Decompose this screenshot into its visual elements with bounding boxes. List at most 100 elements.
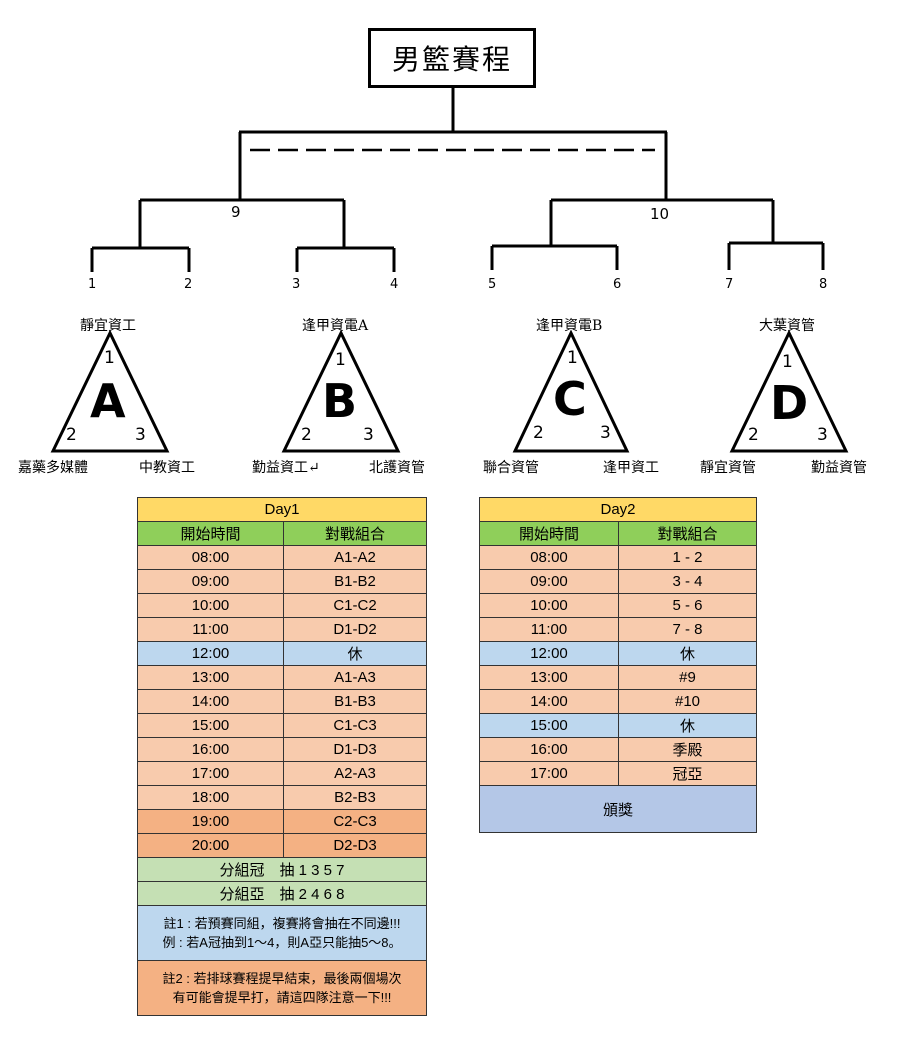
matchup-cell: D2-D3 (283, 833, 427, 858)
start-time-cell: 09:00 (479, 569, 619, 594)
group-b-seed-1: 1 (335, 350, 346, 370)
schedule-row: 14:00#10 (479, 689, 757, 714)
day1-header-time: 開始時間 (137, 521, 284, 546)
matchup-cell: B1-B2 (283, 569, 427, 594)
start-time-cell: 18:00 (137, 785, 284, 810)
group-d-team-3: 勤益資管 (811, 460, 867, 476)
round-label-9: 9 (231, 203, 241, 221)
group-c-seed-1: 1 (567, 348, 578, 368)
matchup-cell: 7 - 8 (618, 617, 757, 642)
start-time-cell: 19:00 (137, 809, 284, 834)
group-b-team-1: 逢甲資電A (302, 318, 369, 334)
group-a-letter: A (90, 374, 126, 428)
matchup-cell: 休 (618, 713, 757, 738)
day1-draw-runnersup: 分組亞 抽 2 4 6 8 (137, 881, 427, 906)
start-time-cell: 08:00 (137, 545, 284, 570)
seed-6: 6 (613, 277, 622, 292)
matchup-cell: A1-A2 (283, 545, 427, 570)
day2-header-time: 開始時間 (479, 521, 619, 546)
matchup-cell: C1-C2 (283, 593, 427, 618)
start-time-cell: 15:00 (479, 713, 619, 738)
page-title: 男籃賽程 (368, 28, 536, 88)
group-d-seed-3: 3 (817, 425, 828, 445)
tournament-bracket (50, 88, 849, 453)
matchup-cell: C1-C3 (283, 713, 427, 738)
start-time-cell: 20:00 (137, 833, 284, 858)
group-d-seed-2: 2 (748, 425, 759, 445)
group-a-seed-3: 3 (135, 425, 146, 445)
group-b-team-2: 勤益資工↵ (252, 460, 320, 476)
start-time-cell: 17:00 (137, 761, 284, 786)
group-d-team-1: 大葉資管 (759, 318, 815, 334)
matchup-cell: 5 - 6 (618, 593, 757, 618)
day2-title: Day2 (479, 497, 757, 522)
matchup-cell: C2-C3 (283, 809, 427, 834)
group-d-seed-1: 1 (782, 352, 793, 372)
round-label-10: 10 (650, 205, 670, 223)
group-b-seed-3: 3 (363, 425, 374, 445)
seed-7: 7 (725, 277, 734, 292)
note-1-line-1: 註1 : 若預賽同組，複賽將會抽在不同邊!!! (163, 916, 401, 931)
start-time-cell: 08:00 (479, 545, 619, 570)
matchup-cell: 休 (618, 641, 757, 666)
matchup-cell: A1-A3 (283, 665, 427, 690)
group-c-team-3: 逢甲資工 (603, 460, 659, 476)
start-time-cell: 13:00 (479, 665, 619, 690)
matchup-cell: A2-A3 (283, 761, 427, 786)
start-time-cell: 11:00 (479, 617, 619, 642)
seed-8: 8 (819, 277, 828, 292)
start-time-cell: 15:00 (137, 713, 284, 738)
start-time-cell: 10:00 (479, 593, 619, 618)
group-a-team-3: 中教資工 (139, 460, 195, 476)
day1-note-2: 註2 : 若排球賽程提早結束，最後兩個場次 有可能會提早打，請這四隊注意一下!!… (137, 960, 427, 1016)
matchup-cell: 季殿 (618, 737, 757, 762)
group-a-seed-1: 1 (104, 348, 115, 368)
matchup-cell: 1 - 2 (618, 545, 757, 570)
start-time-cell: 16:00 (479, 737, 619, 762)
matchup-cell: 休 (283, 641, 427, 666)
seed-2: 2 (184, 277, 193, 292)
group-b-team-3: 北護資管 (369, 460, 425, 476)
start-time-cell: 09:00 (137, 569, 284, 594)
matchup-cell: #10 (618, 689, 757, 714)
group-d-letter: D (770, 376, 809, 430)
group-c-team-1: 逢甲資電B (536, 318, 603, 334)
group-c-letter: C (553, 372, 587, 426)
matchup-cell: D1-D3 (283, 737, 427, 762)
day1-header-match: 對戰組合 (283, 521, 427, 546)
group-a-team-1: 靜宜資工 (80, 318, 136, 334)
start-time-cell: 14:00 (137, 689, 284, 714)
start-time-cell: 17:00 (479, 761, 619, 786)
start-time-cell: 13:00 (137, 665, 284, 690)
group-b-seed-2: 2 (301, 425, 312, 445)
group-b-letter: B (322, 374, 358, 428)
day2-award: 頒獎 (479, 785, 757, 833)
group-a-team-2: 嘉藥多媒體 (18, 460, 88, 476)
seed-5: 5 (488, 277, 497, 292)
seed-1: 1 (88, 277, 97, 292)
seed-3: 3 (292, 277, 301, 292)
matchup-cell: B2-B3 (283, 785, 427, 810)
note-2-line-2: 有可能會提早打，請這四隊注意一下!!! (172, 990, 392, 1005)
day1-note-1: 註1 : 若預賽同組，複賽將會抽在不同邊!!! 例 : 若A冠抽到1～4，則A亞… (137, 905, 427, 961)
start-time-cell: 16:00 (137, 737, 284, 762)
